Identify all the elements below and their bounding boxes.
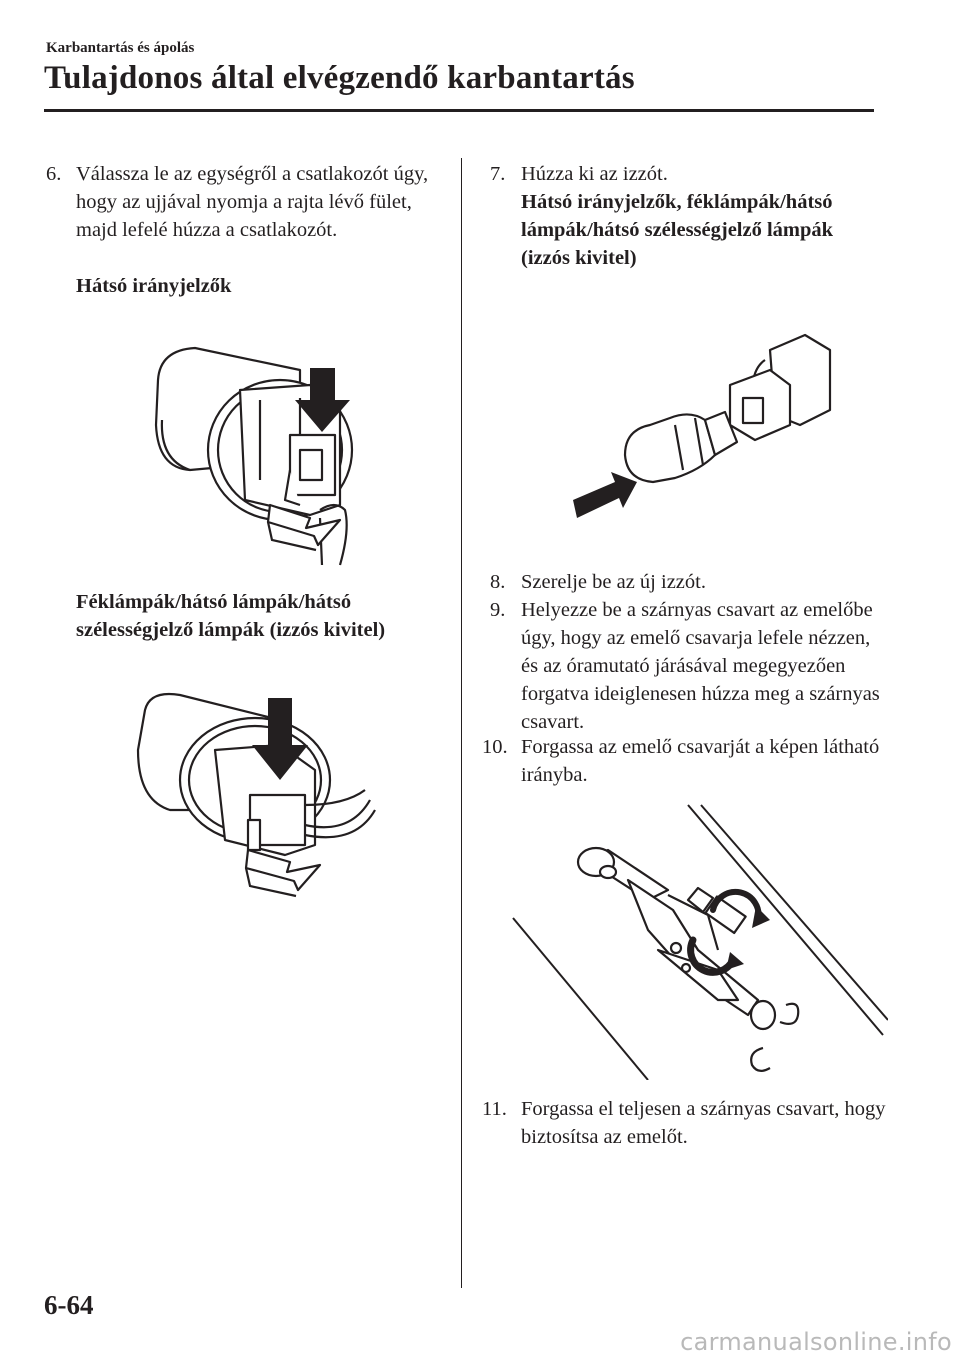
rear-turn-signal-connector-figure	[154, 346, 354, 566]
subheading-bulb-types: Hátsó irányjelzők, féklámpák/hátsó lámpá…	[521, 191, 834, 269]
subheading-rear-turn-signals: Hátsó irányjelzők	[76, 275, 232, 297]
step-10-text: Forgassa az emelő csavarját a képen láth…	[521, 736, 880, 786]
section-label: Karbantartás és ápolás	[46, 40, 195, 56]
watermark: carmanualsonline.info	[680, 1328, 952, 1356]
step-number: 9.	[490, 599, 506, 621]
step-number: 7.	[490, 163, 506, 185]
subheading-brake-lamps: Féklámpák/hátsó lámpák/hátsó szélességje…	[76, 591, 386, 641]
step-9-text: Helyezze be a szárnyas csavart az emelőb…	[521, 599, 880, 733]
step-number: 10.	[482, 736, 508, 758]
column-divider	[461, 158, 462, 1288]
step-number: 8.	[490, 571, 506, 593]
page-number: 6-64	[44, 1290, 94, 1320]
brake-lamp-connector-figure	[136, 692, 376, 898]
step-number: 11.	[482, 1098, 507, 1120]
step-6-text: Válassza le az egységről a csatlakozót ú…	[76, 163, 429, 241]
title-rule	[44, 109, 874, 112]
step-8-text: Szerelje be az új izzót.	[521, 571, 706, 593]
bulb-removal-figure	[573, 333, 832, 518]
page-title: Tulajdonos által elvégzendő karbantartás	[44, 60, 635, 96]
step-7-text: Húzza ki az izzót.	[521, 163, 668, 185]
jack-wing-bolt-figure	[512, 804, 888, 1080]
step-number: 6.	[46, 163, 62, 185]
step-11-text: Forgassa el teljesen a szárnyas csavart,…	[521, 1098, 886, 1148]
